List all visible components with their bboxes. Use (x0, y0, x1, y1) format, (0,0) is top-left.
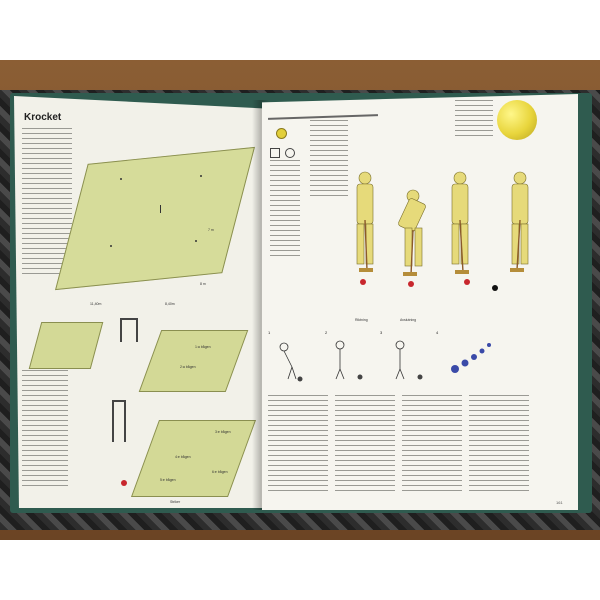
hoop-label: 3:e bågen (215, 430, 231, 434)
step-number: 3 (380, 330, 383, 335)
step-sketches (279, 340, 491, 382)
hoop-label: 5:e bågen (160, 478, 176, 482)
bottom-text-col-2 (335, 395, 395, 495)
bottom-text-col-4 (469, 395, 529, 495)
step-number: 1 (268, 330, 271, 335)
center-peg (160, 205, 161, 213)
small-court-diagram (28, 322, 104, 369)
figure-caption: Riktning (355, 318, 368, 322)
right-text-block-3 (455, 100, 493, 140)
chapter-title: Krocket (24, 112, 62, 123)
court-bottom-label: 11,40m (90, 302, 102, 306)
right-text-block-2 (310, 120, 348, 200)
bottom-text-col-1 (268, 395, 328, 495)
hoop-marker (120, 178, 122, 180)
hoop-label: 1:a bågen (195, 345, 211, 349)
hoop-marker (195, 240, 197, 242)
red-ball (121, 480, 127, 486)
hoop-marker (110, 245, 112, 247)
hoop-label: 4:e bågen (175, 455, 191, 459)
circle-diagram (285, 148, 295, 158)
yellow-ball (276, 128, 287, 139)
hoop-illustration (120, 318, 138, 342)
court-side-label: 7 m (208, 228, 214, 232)
page-number: 161 (556, 500, 563, 505)
square-diagram (270, 148, 280, 158)
hoop-label: 6:e bågen (212, 470, 228, 474)
figure-caption: Avslutning (400, 318, 417, 322)
court-bottom-label: 8,40m (165, 302, 175, 306)
step-number: 4 (436, 330, 439, 335)
hoop-illustration (112, 400, 126, 442)
left-text-block (22, 128, 72, 278)
hoop-marker (200, 175, 202, 177)
left-text-block-lower (22, 370, 68, 490)
right-text-block (270, 160, 300, 260)
hoop-label: 2:a bågen (180, 365, 196, 369)
court-side-label: 8 m (200, 282, 206, 286)
page-bottom-caption: Striker (170, 500, 181, 504)
player-sequence (356, 171, 529, 291)
bottom-text-col-3 (402, 395, 462, 495)
step-number: 2 (325, 330, 328, 335)
large-yellow-ball (497, 100, 537, 140)
